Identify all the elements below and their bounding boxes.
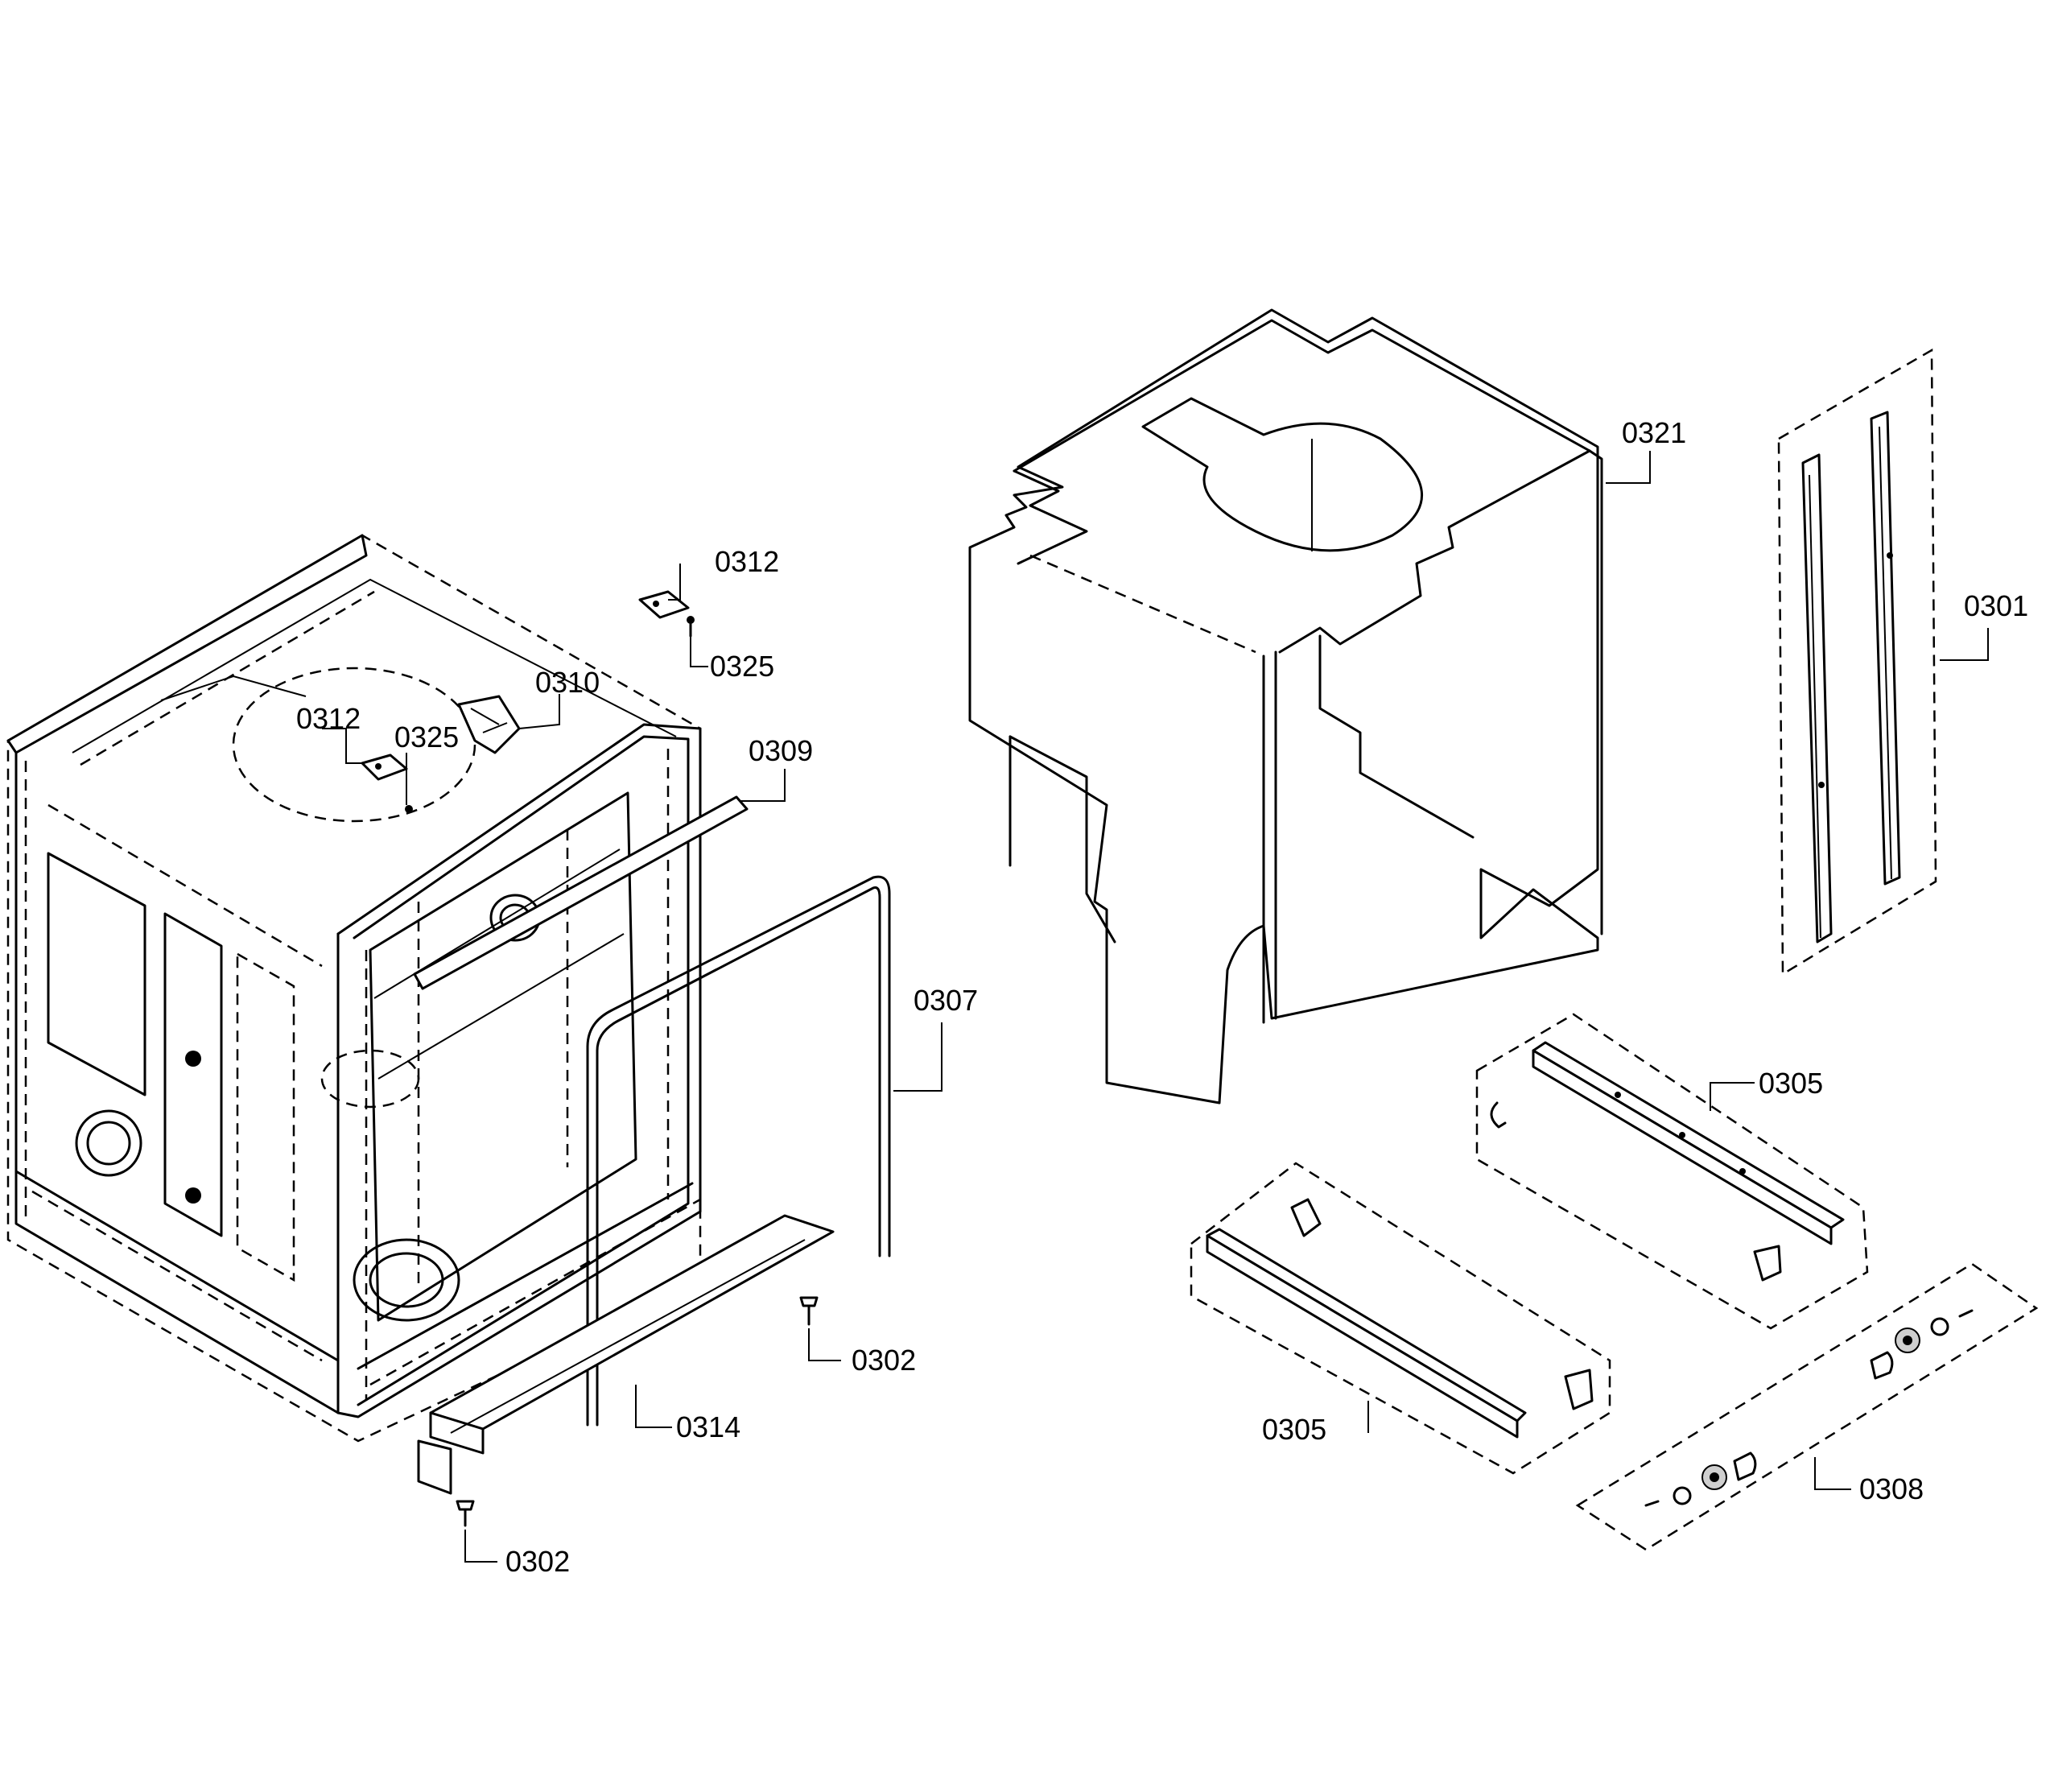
part-0305-rail-upper <box>1475 1013 1869 1330</box>
callout-0309: 0309 <box>749 734 813 767</box>
part-0302-screw-lower <box>456 1500 475 1527</box>
part-0310-hinge <box>457 695 521 754</box>
callout-0305-upper: 0305 <box>1759 1067 1823 1100</box>
part-0312-bracket-left <box>361 754 408 781</box>
part-0302-screw-upper <box>799 1296 819 1326</box>
callout-leaders <box>322 451 1989 1563</box>
part-0307-door-gasket <box>586 875 891 1427</box>
callout-0325-left: 0325 <box>394 721 459 754</box>
callout-0312-left: 0312 <box>296 702 361 735</box>
callout-0305-lower: 0305 <box>1262 1413 1326 1446</box>
callout-0307: 0307 <box>914 984 978 1017</box>
part-0312-bracket-right <box>638 590 690 619</box>
part-0308-hardware-kit <box>1575 1262 2039 1551</box>
part-0305-rail-lower <box>1190 1162 1611 1475</box>
callout-0302-upper: 0302 <box>852 1344 916 1377</box>
callout-0321: 0321 <box>1622 416 1686 449</box>
part-0321-insulation <box>968 308 1603 1105</box>
part-0301-side-trims <box>1777 348 1937 977</box>
callout-labels: 0312 0325 0310 0312 0325 0309 0307 0302 … <box>296 416 2028 1578</box>
part-0325-screw-left <box>405 805 413 813</box>
callout-0302-lower: 0302 <box>505 1545 570 1578</box>
part-0325-screw-right <box>687 616 695 638</box>
callout-0314: 0314 <box>676 1410 740 1443</box>
callout-0301: 0301 <box>1964 589 2028 622</box>
callout-0310: 0310 <box>535 666 600 699</box>
part-0309-strip <box>413 795 749 990</box>
callout-0325-right: 0325 <box>710 650 774 683</box>
callout-0312-right: 0312 <box>715 545 779 578</box>
part-0314-bottom-rail <box>417 1214 835 1495</box>
tub-frame-assembly <box>6 534 702 1443</box>
callout-0308: 0308 <box>1859 1472 1924 1505</box>
